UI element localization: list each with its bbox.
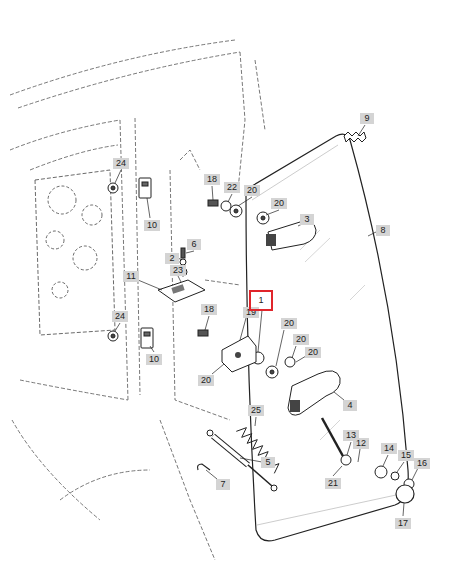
callout-number: 24 <box>112 311 128 322</box>
callout-number: 9 <box>360 113 374 124</box>
callout-number: 20 <box>271 198 287 209</box>
rod-end <box>341 455 351 465</box>
seal <box>344 132 366 142</box>
callout-number: 17 <box>395 518 411 529</box>
callout-number: 18 <box>201 304 217 315</box>
spring <box>236 428 279 474</box>
hinges <box>108 178 153 348</box>
door-glass <box>246 134 409 541</box>
callout-number: 4 <box>343 400 357 411</box>
callout-number: 5 <box>261 457 275 468</box>
callout-number: 20 <box>281 318 297 329</box>
callout-number: 19 <box>243 307 259 318</box>
cab-outline <box>10 40 265 560</box>
bushing <box>375 466 387 478</box>
callout-number: 1 <box>254 295 268 306</box>
lower-handle <box>288 371 340 415</box>
callout-number: 10 <box>146 354 162 365</box>
knob <box>396 485 414 503</box>
rod <box>322 418 344 458</box>
callout-number: 8 <box>376 225 390 236</box>
leader-lines <box>115 125 418 516</box>
bracket <box>222 336 256 372</box>
callout-number: 20 <box>198 375 214 386</box>
gas-strut <box>207 430 277 491</box>
callout-number: 18 <box>204 174 220 185</box>
callout-number: 11 <box>123 271 138 282</box>
callout-number: 16 <box>414 458 430 469</box>
callout-number: 14 <box>381 443 397 454</box>
glass-reflection <box>300 230 365 440</box>
callout-number: 20 <box>305 347 321 358</box>
callout-number: 23 <box>170 265 186 276</box>
dashboard <box>35 170 115 335</box>
clip <box>198 464 211 470</box>
glass-edge <box>252 145 396 525</box>
callout-number: 20 <box>244 185 260 196</box>
callout-number: 3 <box>300 214 314 225</box>
callout-number: 6 <box>187 239 201 250</box>
callout-number: 7 <box>216 479 230 490</box>
callout-number: 21 <box>325 478 341 489</box>
callout-number: 20 <box>293 334 309 345</box>
callout-number: 25 <box>248 405 264 416</box>
callout-number: 22 <box>224 182 240 193</box>
callout-number: 2 <box>165 253 179 264</box>
striker-plate <box>158 280 205 302</box>
callout-number: 12 <box>353 438 369 449</box>
washer <box>391 472 399 480</box>
callout-number: 24 <box>113 158 129 169</box>
callout-number: 15 <box>398 450 414 461</box>
callout-number: 10 <box>144 220 160 231</box>
